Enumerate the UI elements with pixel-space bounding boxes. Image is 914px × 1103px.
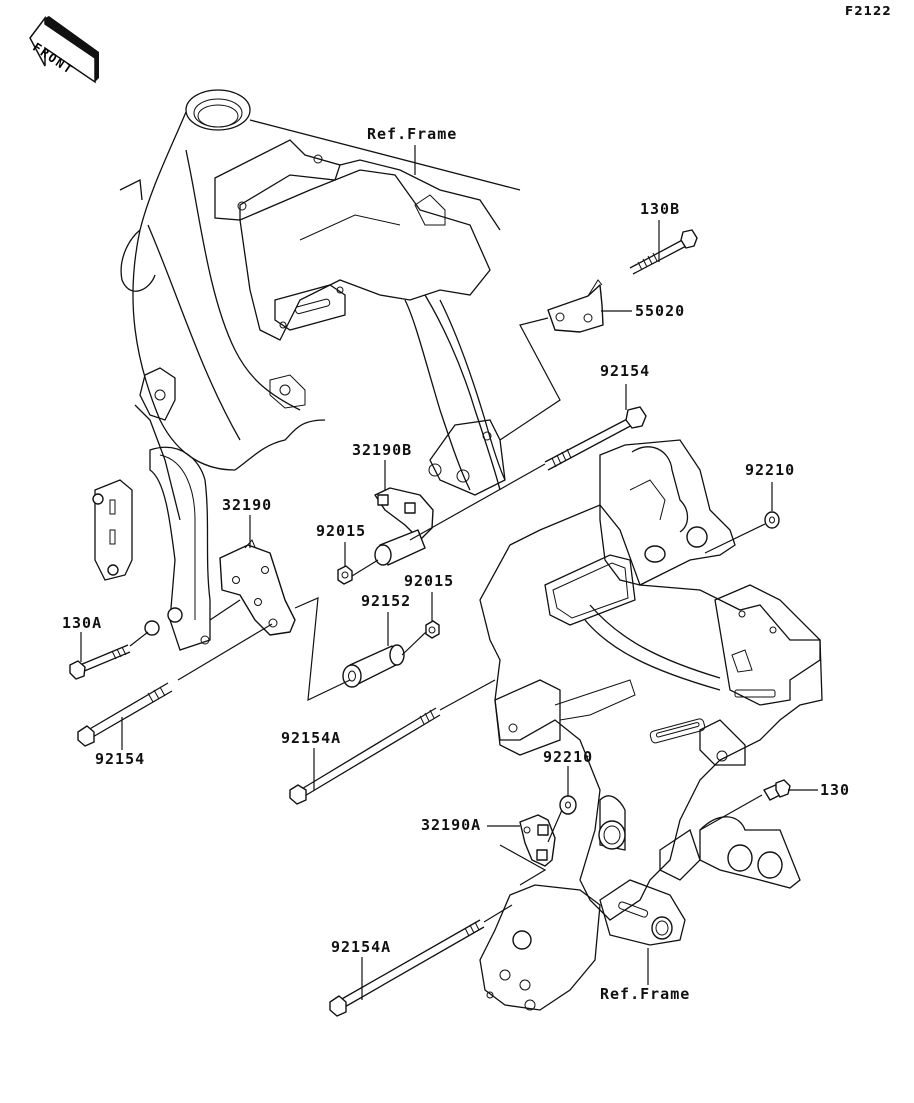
label-92015-a[interactable]: 92015	[316, 522, 367, 540]
frame-lower	[479, 439, 823, 1011]
label-32190B[interactable]: 32190B	[352, 441, 413, 459]
label-130[interactable]: 130	[820, 781, 851, 799]
nut-92015-b-icon	[425, 620, 440, 639]
label-32190A[interactable]: 32190A	[421, 816, 482, 834]
label-130A[interactable]: 130A	[62, 614, 103, 632]
bracket-55020-icon	[547, 279, 604, 333]
bolt-130B-icon	[629, 229, 698, 275]
label-92154A-mid[interactable]: 92154A	[281, 729, 342, 747]
label-92154A-bottom[interactable]: 92154A	[331, 938, 392, 956]
bolt-130-icon	[763, 779, 791, 801]
label-32190[interactable]: 32190	[222, 496, 273, 514]
label-92015-b[interactable]: 92015	[404, 572, 455, 590]
bolt-92154-right-icon	[544, 406, 647, 471]
bolt-92154A-mid-icon	[289, 707, 441, 805]
label-ref-frame-top[interactable]: Ref.Frame	[367, 125, 458, 143]
label-92152[interactable]: 92152	[361, 592, 412, 610]
nut-92015-a-icon	[337, 565, 353, 585]
bolt-130A-icon	[69, 644, 131, 680]
label-92210-top[interactable]: 92210	[745, 461, 796, 479]
leader-lines	[80, 145, 818, 1000]
figure-code: F2122	[845, 4, 892, 18]
nut-92210-top-icon	[764, 511, 780, 529]
frame-upper	[92, 89, 521, 651]
front-arrow-icon	[29, 15, 99, 84]
bracket-32190A-icon	[519, 814, 556, 867]
label-92154-left[interactable]: 92154	[95, 750, 146, 768]
collar-92152-icon	[342, 644, 405, 688]
label-130B[interactable]: 130B	[640, 200, 681, 218]
label-92210-bottom[interactable]: 92210	[543, 748, 594, 766]
label-92154-right[interactable]: 92154	[600, 362, 651, 380]
label-55020[interactable]: 55020	[635, 302, 686, 320]
bolt-92154A-bottom-icon	[329, 919, 485, 1017]
plate-32190-icon	[219, 539, 296, 636]
bracket-32190B-icon	[374, 487, 434, 566]
bolt-92154-left-icon	[77, 682, 173, 747]
label-ref-frame-bottom[interactable]: Ref.Frame	[600, 985, 691, 1003]
nut-92210-bottom-icon	[559, 795, 577, 815]
